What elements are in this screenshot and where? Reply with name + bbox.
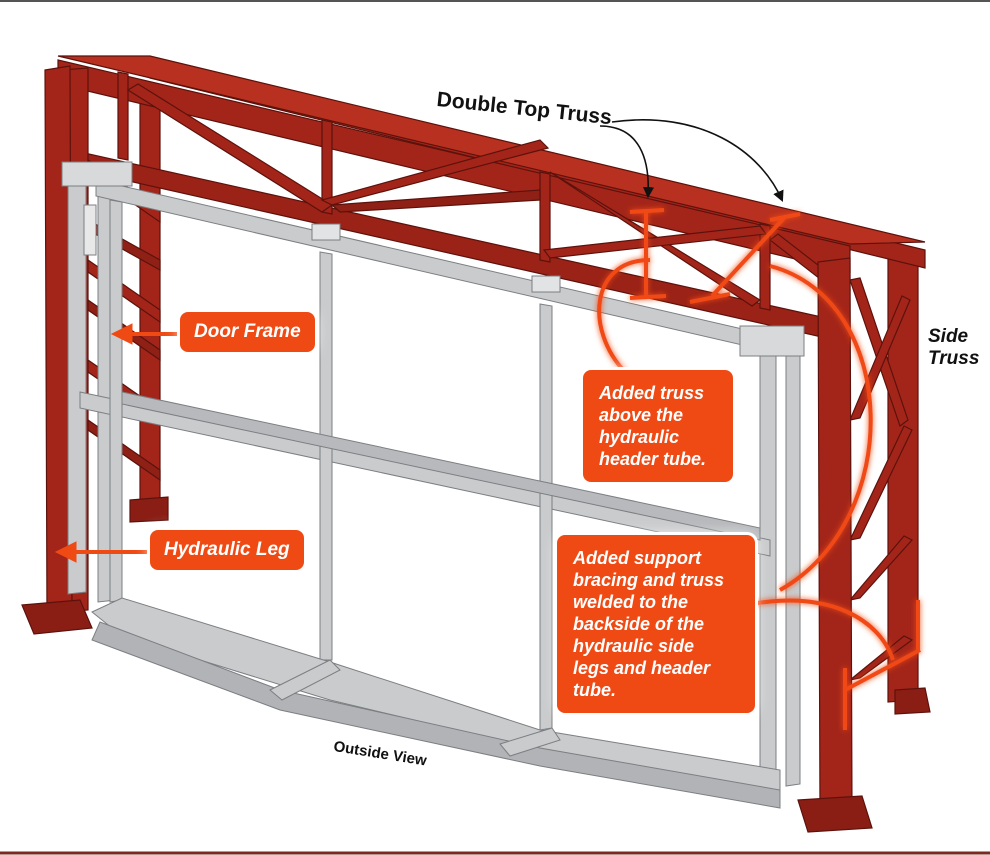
hydraulic-leg-arrow bbox=[54, 541, 150, 563]
side-truss-label: Side Truss bbox=[928, 326, 980, 369]
door-frame-arrow bbox=[110, 323, 180, 345]
double-top-truss-arrows bbox=[599, 119, 784, 203]
truss-markers bbox=[597, 208, 921, 730]
added-support-callout: Added support bracing and truss welded t… bbox=[557, 535, 755, 713]
gray-door-frame bbox=[61, 161, 805, 809]
added-truss-callout: Added truss above the hydraulic header t… bbox=[583, 370, 733, 482]
hydraulic-leg-callout: Hydraulic Leg bbox=[150, 530, 304, 570]
door-frame-callout: Door Frame bbox=[180, 312, 315, 352]
